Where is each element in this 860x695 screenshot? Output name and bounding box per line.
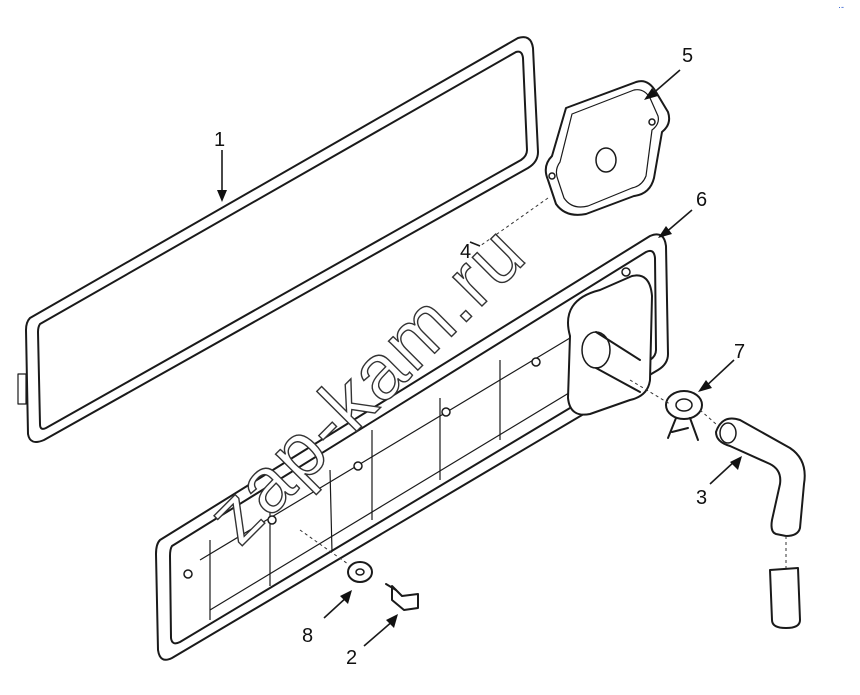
part-6-cover (155, 233, 669, 661)
watermark: zap-kam.ru (190, 208, 542, 560)
callout-3: 3 (696, 487, 707, 509)
corner-mark: ·- (838, 2, 844, 12)
callout-5: 5 (682, 45, 693, 67)
part-2-bolt (385, 583, 419, 611)
part-1-gasket (17, 36, 539, 443)
part-8-washer (347, 561, 373, 583)
callout-8: 8 (302, 625, 313, 647)
callout-1: 1 (214, 129, 225, 151)
callout-2: 2 (346, 647, 357, 669)
part-7-clamp (665, 390, 703, 441)
callout-4: 4 (460, 241, 471, 263)
part-3-hose (715, 417, 806, 629)
callout-leaders (217, 69, 742, 647)
callout-6: 6 (696, 189, 707, 211)
part-5-breather-plate (544, 80, 671, 216)
callout-7: 7 (734, 341, 745, 363)
